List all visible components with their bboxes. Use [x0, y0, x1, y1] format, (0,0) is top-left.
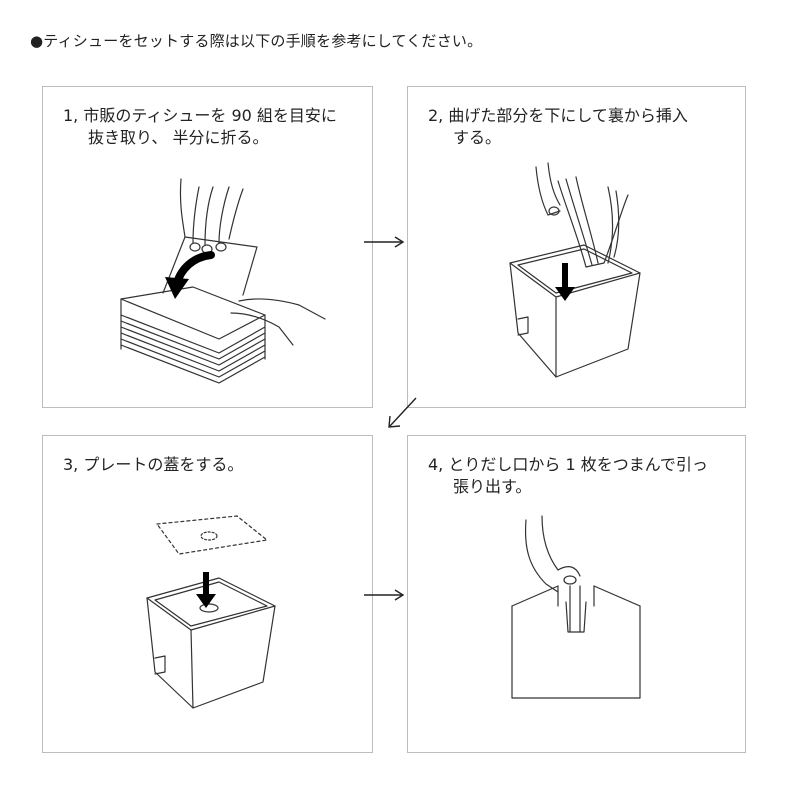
plate-lid-box-icon [43, 436, 374, 754]
pulling-tissue-box-icon [408, 436, 747, 754]
step-2-panel: 2, 曲げた部分を下にして裏から挿入 する。 [407, 86, 746, 408]
step-4-panel: 4, とりだし口から 1 枚をつまんで引っ 張り出す。 [407, 435, 746, 753]
step-3-panel: 3, プレートの蓋をする。 [42, 435, 373, 753]
hand-folding-tissue-icon [43, 87, 374, 409]
arrow-right-icon [360, 232, 408, 252]
instruction-header: ●ティシューをセットする際は以下の手順を参考にしてください。 [30, 30, 482, 51]
tissue-inserting-box-icon [408, 87, 747, 409]
step-1-panel: 1, 市販のティシューを 90 組を目安に 抜き取り、 半分に折る。 [42, 86, 373, 408]
arrow-down-left-icon [382, 394, 422, 434]
arrow-right-icon [360, 585, 408, 605]
